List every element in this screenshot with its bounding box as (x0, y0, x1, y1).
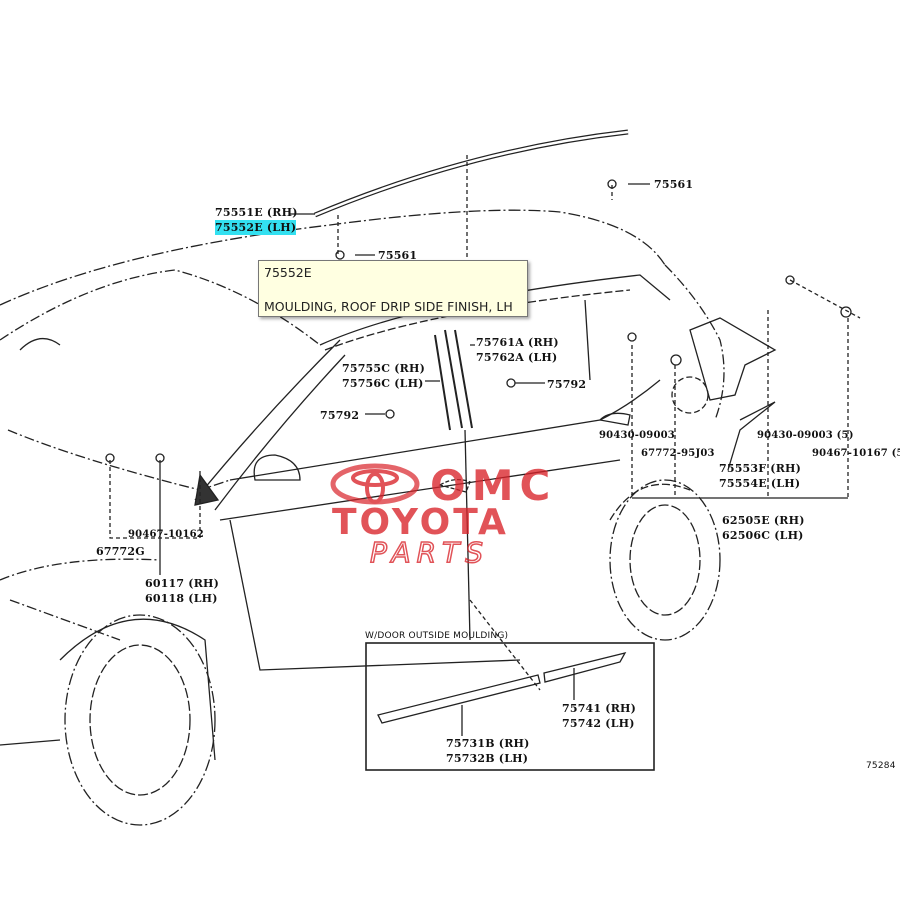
part-label-75755c[interactable]: 75755C (RH) (342, 362, 425, 375)
part-label-62506c[interactable]: 62506C (LH) (722, 529, 804, 542)
part-label-67772g[interactable]: 67772G (96, 545, 145, 558)
part-label-75552e-selected[interactable]: 75552E (LH) (215, 220, 297, 235)
door-moulding-front[interactable] (377, 674, 541, 724)
figure-number: 75284 (866, 761, 896, 771)
part-label-67772-95j03[interactable]: 67772-95J03 (641, 448, 715, 459)
door-moulding-rear[interactable] (543, 652, 627, 683)
part-label-75761a[interactable]: 75761A (RH) (476, 336, 559, 349)
part-label-90430-09003[interactable]: 90430-09003 (599, 430, 675, 441)
watermark-toyota: TOYOTA (332, 502, 509, 543)
part-label-75551e[interactable]: 75551E (RH) (215, 206, 298, 219)
part-tooltip: 75552E MOULDING, ROOF DRIP SIDE FINISH, … (258, 260, 528, 317)
omc-toyota-parts-watermark: OMC TOYOTA PARTS (330, 462, 556, 570)
part-label-75792-left[interactable]: 75792 (320, 409, 360, 422)
tooltip-description: MOULDING, ROOF DRIP SIDE FINISH, LH (264, 299, 513, 314)
part-label-75742[interactable]: 75742 (LH) (562, 717, 635, 730)
inset-title: W/DOOR OUTSIDE MOULDING) (365, 631, 509, 641)
part-label-75792-right[interactable]: 75792 (547, 378, 587, 391)
part-label-75731b[interactable]: 75731B (RH) (446, 737, 530, 750)
part-label-90467-10162[interactable]: 90467-10162 (128, 529, 204, 540)
watermark-parts: PARTS (370, 536, 489, 569)
part-label-75553f[interactable]: 75553F (RH) (719, 462, 802, 475)
part-label-75762a[interactable]: 75762A (LH) (476, 351, 558, 364)
part-label-60118[interactable]: 60118 (LH) (145, 592, 218, 605)
part-label-75554e[interactable]: 75554E (LH) (719, 477, 801, 490)
part-label-90467-10167[interactable]: 90467-10167 (5) (812, 448, 900, 459)
part-label-75561-top[interactable]: 75561 (654, 178, 694, 191)
part-label-75732b[interactable]: 75732B (LH) (446, 752, 529, 765)
part-label-75756c[interactable]: 75756C (LH) (342, 377, 424, 390)
tooltip-part-number: 75552E (264, 265, 312, 280)
roof-moulding[interactable] (314, 129, 629, 218)
part-label-60117[interactable]: 60117 (RH) (145, 577, 220, 590)
part-label-90430-09003-5[interactable]: 90430-09003 (5) (757, 430, 854, 441)
part-label-75561-mid[interactable]: 75561 (378, 249, 418, 262)
part-label-75741[interactable]: 75741 (RH) (562, 702, 637, 715)
part-label-62505e[interactable]: 62505E (RH) (722, 514, 805, 527)
watermark-omc: OMC (430, 462, 556, 510)
